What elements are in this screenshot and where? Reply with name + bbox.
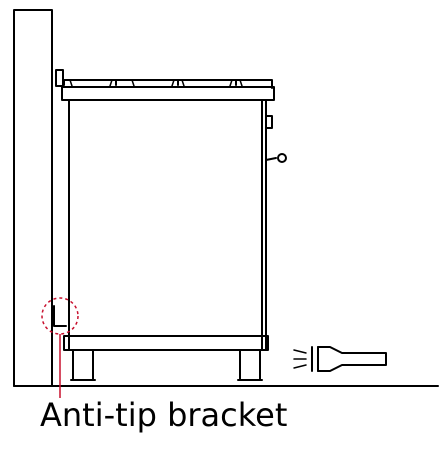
- wall: [13, 9, 53, 387]
- anti-tip-bracket: [53, 305, 67, 327]
- grate-feet: [69, 79, 243, 87]
- handle-bar: [265, 157, 277, 161]
- range-side-view: [55, 69, 287, 381]
- back-guard: [55, 69, 64, 87]
- control-knob: [265, 115, 273, 129]
- flashlight-icon: [293, 346, 387, 372]
- callout-circle: [41, 297, 79, 335]
- door-handle: [277, 153, 287, 163]
- callout-label: Anti-tip bracket: [40, 396, 288, 434]
- kick-plate: [63, 335, 269, 351]
- range-body: [68, 99, 267, 351]
- cooktop: [61, 86, 275, 101]
- burner-grates: [63, 79, 273, 89]
- leg-front: [239, 349, 261, 381]
- leg-rear: [72, 349, 94, 381]
